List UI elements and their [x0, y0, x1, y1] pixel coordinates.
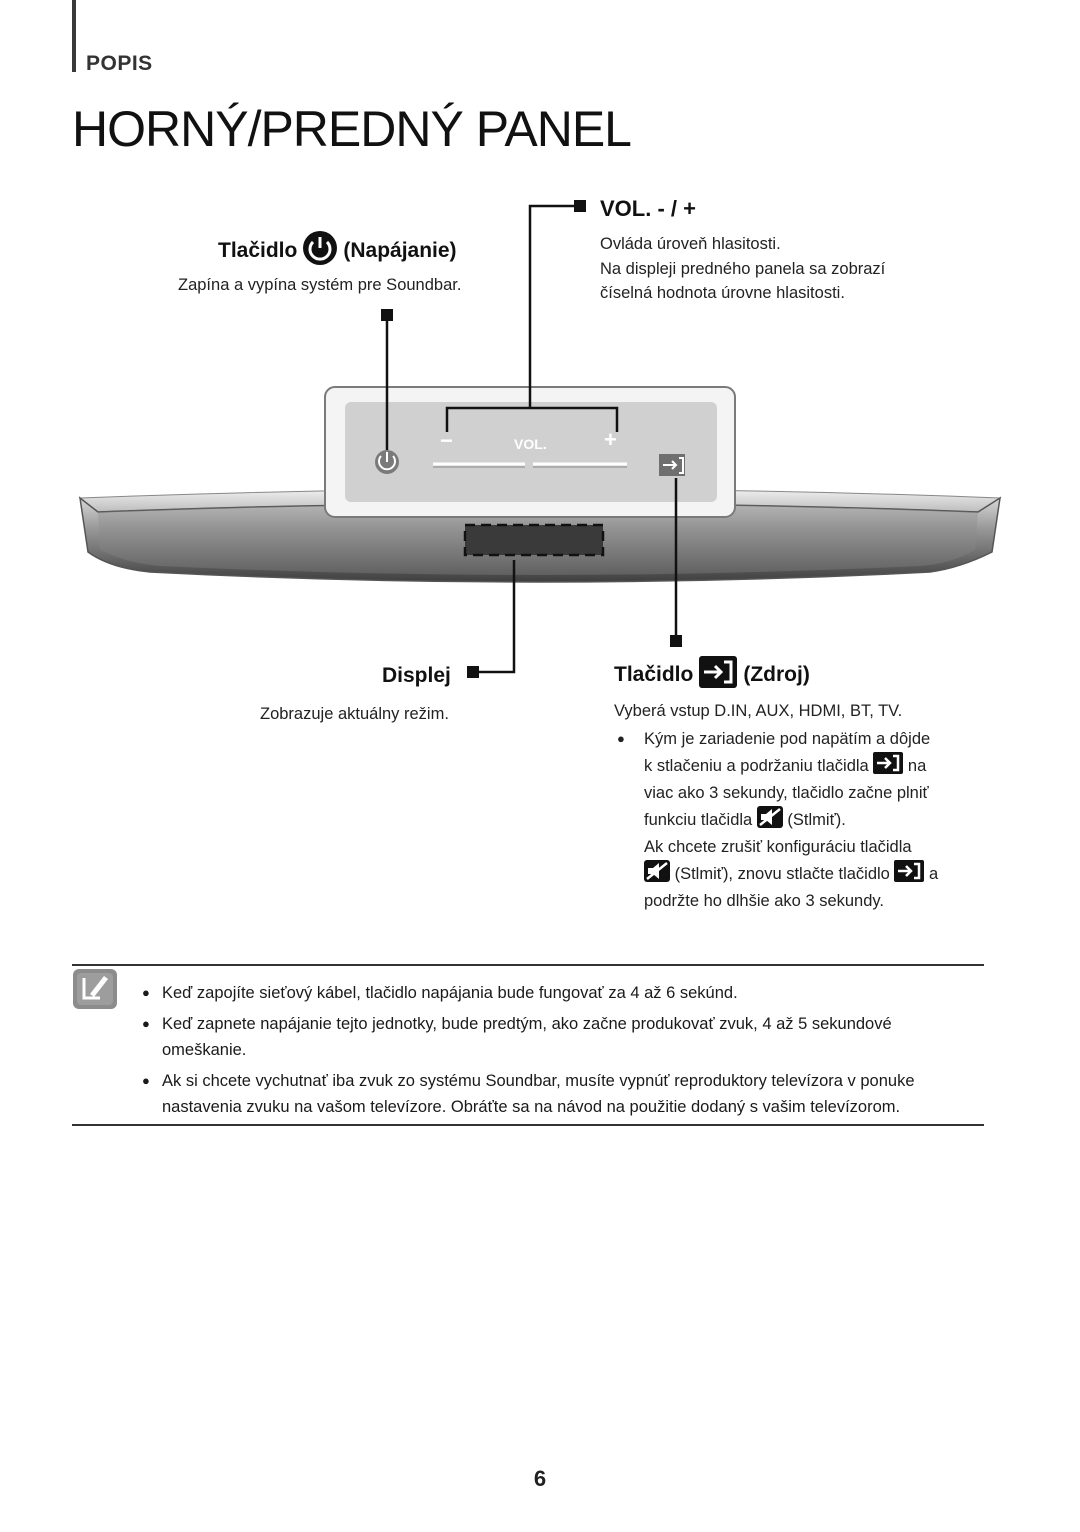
vol-plus-mark: +	[604, 427, 617, 452]
mute-icon	[756, 805, 783, 836]
source-icon	[873, 751, 904, 782]
source-bullet-line-2a: k stlačeniu a podržaniu tlačidla	[644, 756, 869, 775]
display-description: Zobrazuje aktuálny režim.	[260, 705, 449, 723]
source-bullet-line-4: funkciu tlačidla (Stlmiť).	[644, 805, 974, 836]
source-bullet-line-7: podržte ho dlhšie ako 3 sekundy.	[644, 892, 885, 910]
power-title-prefix: Tlačidlo	[218, 239, 298, 262]
power-description: Zapína a vypína systém pre Soundbar.	[178, 276, 462, 294]
vol-panel-label: VOL.	[514, 436, 547, 452]
source-bullet-line-6b: a	[929, 864, 939, 883]
source-bullet: ● Kým je zariadenie pod napätím a dôjde …	[614, 727, 974, 914]
source-bullet-line-4a: funkciu tlačidla	[644, 810, 753, 829]
source-description: Vyberá vstup D.IN, AUX, HDMI, BT, TV.	[614, 702, 903, 720]
source-icon	[699, 656, 738, 694]
display-callout-title: Displej	[382, 664, 451, 687]
source-bullet-line-2b: na	[907, 756, 927, 775]
volume-line-3: číselná hodnota úrovne hlasitosti.	[600, 284, 845, 302]
source-bullet-line-4b: (Stlmiť).	[787, 810, 846, 829]
top-control-panel	[324, 386, 736, 518]
note-item: Keď zapnete napájanie tejto jednotky, bu…	[140, 1011, 980, 1063]
notes-bottom-rule	[72, 1124, 984, 1126]
page-number: 6	[533, 1466, 547, 1491]
section-label: POPIS	[86, 52, 153, 75]
note-icon	[72, 968, 118, 1015]
source-bullet-line-6: (Stlmiť), znovu stlačte tlačidlo a	[644, 859, 974, 890]
mute-icon	[644, 859, 670, 890]
leader-lines	[385, 204, 678, 674]
source-bullet-line-2: k stlačeniu a podržaniu tlačidla na	[644, 751, 974, 782]
power-callout-title: Tlačidlo (Napájanie)	[218, 230, 457, 272]
source-icon	[894, 859, 925, 890]
section-marker	[72, 0, 76, 72]
source-callout-title: Tlačidlo (Zdroj)	[614, 656, 810, 694]
note-item: Keď zapojíte sieťový kábel, tlačidlo nap…	[140, 980, 980, 1006]
power-title-suffix: (Napájanie)	[343, 239, 457, 262]
soundbar-diagram	[78, 200, 1002, 678]
volume-description: Ovláda úroveň hlasitosti. Na displeji pr…	[600, 232, 885, 306]
source-title-suffix: (Zdroj)	[743, 663, 810, 686]
notes-list: Keď zapojíte sieťový kábel, tlačidlo nap…	[140, 980, 980, 1125]
vol-minus-mark: −	[440, 428, 453, 453]
front-display	[465, 525, 603, 555]
note-item: Ak si chcete vychutnať iba zvuk zo systé…	[140, 1068, 980, 1120]
volume-line-1: Ovláda úroveň hlasitosti.	[600, 235, 781, 253]
volume-line-2: Na displeji predného panela sa zobrazí	[600, 259, 886, 278]
source-bullet-line-3: viac ako 3 sekundy, tlačidlo začne plniť	[644, 784, 929, 802]
leader-terminals	[381, 200, 682, 678]
notes-top-rule	[72, 964, 984, 966]
display-highlight	[463, 523, 605, 557]
bullet-dot: ●	[617, 731, 625, 746]
source-bullet-line-5: Ak chcete zrušiť konfiguráciu tlačidla	[644, 838, 912, 856]
volume-callout-title: VOL. - / +	[600, 196, 696, 221]
power-icon	[302, 230, 338, 272]
source-title-prefix: Tlačidlo	[614, 663, 694, 686]
source-bullet-line-1: Kým je zariadenie pod napätím a dôjde	[644, 730, 931, 748]
source-bullet-line-6a: (Stlmiť), znovu stlačte tlačidlo	[674, 864, 890, 883]
page-title: HORNÝ/PREDNÝ PANEL	[72, 101, 632, 157]
